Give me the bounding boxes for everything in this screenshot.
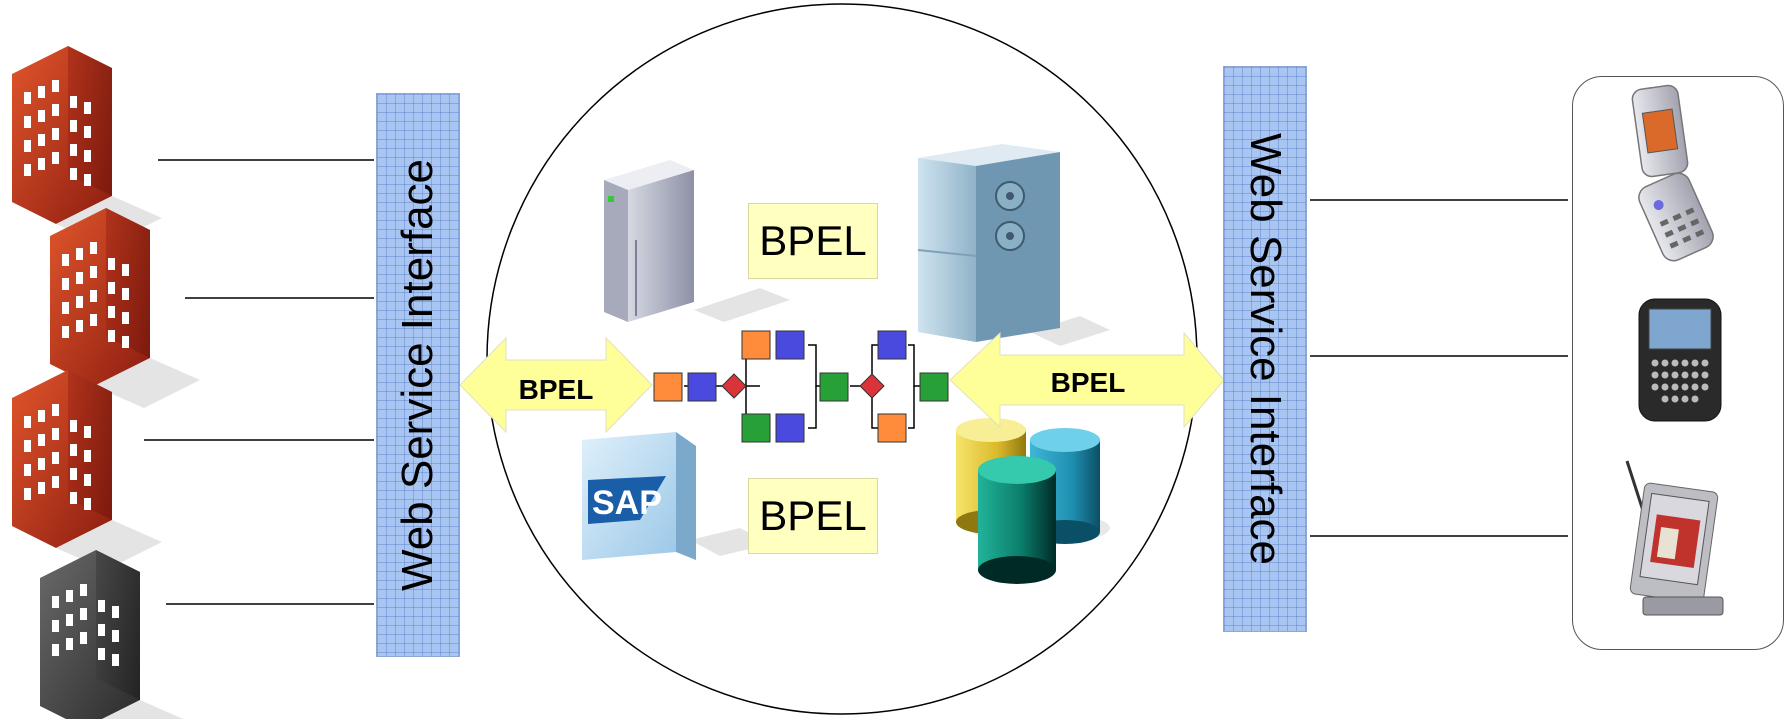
left-arrow-label: BPEL	[519, 374, 594, 405]
sap-cube-icon: SAP	[582, 432, 770, 560]
mainframe-icon	[917, 144, 1110, 346]
pda-card-icon	[1625, 460, 1724, 616]
left-bpel-arrow	[459, 336, 653, 434]
process-nodes	[653, 330, 949, 443]
building-icon	[40, 550, 184, 719]
devices-panel	[1572, 76, 1784, 650]
sap-logo-text: SAP	[592, 484, 662, 522]
devices-drawing	[1625, 84, 1724, 616]
blackberry-icon	[1638, 298, 1722, 422]
left-connector-lines	[144, 159, 374, 605]
server-icon	[604, 160, 790, 322]
bpel-box-top: BPEL	[748, 203, 878, 279]
right-interface-label: Web Service Interface	[1241, 132, 1290, 566]
right-connector-lines	[1310, 199, 1568, 537]
database-icon	[956, 418, 1110, 584]
bpel-box-bottom: BPEL	[748, 478, 878, 554]
flip-phone-icon	[1631, 84, 1714, 262]
building-icon	[12, 46, 162, 246]
left-interface-label: Web Service Interface	[393, 158, 442, 592]
right-web-service-interface: Web Service Interface	[1223, 66, 1307, 632]
left-web-service-interface: Web Service Interface	[376, 93, 460, 657]
right-arrow-label: BPEL	[1051, 367, 1126, 398]
